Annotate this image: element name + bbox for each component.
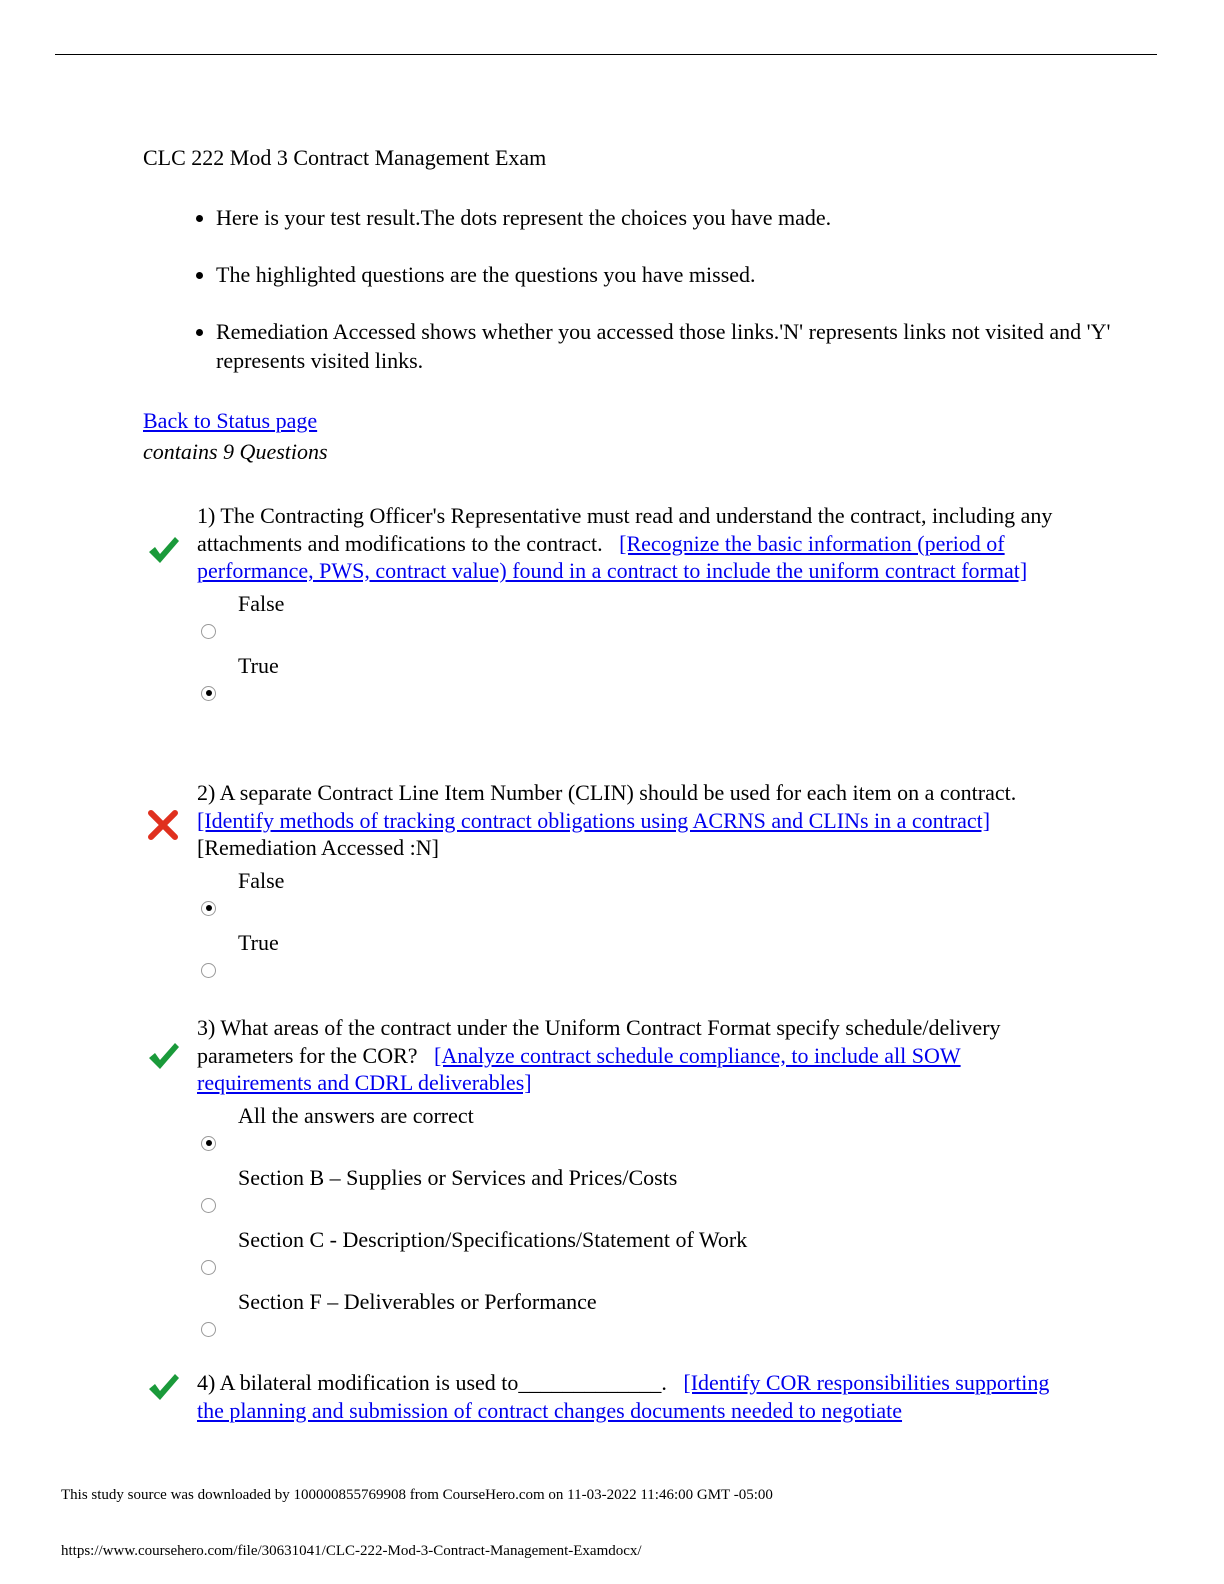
correct-check-icon	[145, 532, 181, 568]
answer-option[interactable]: True	[201, 652, 1075, 701]
answer-option[interactable]: True	[201, 929, 1075, 978]
radio-unselected[interactable]	[201, 1321, 216, 1337]
remediation-link[interactable]: [Recognize the basic information (period…	[197, 530, 1028, 584]
page-title: CLC 222 Mod 3 Contract Management Exam	[143, 145, 547, 170]
question-count: contains 9 Questions	[143, 439, 328, 464]
download-notice: This study source was downloaded by 1000…	[61, 1487, 773, 1503]
radio-selected[interactable]	[201, 685, 216, 701]
correct-check-icon	[145, 1369, 181, 1405]
question-1: 1) The Contracting Officer's Representat…	[145, 502, 1075, 701]
remediation-link[interactable]: [Identify methods of tracking contract o…	[197, 807, 991, 833]
question-text: 4) A bilateral modification is used to__…	[197, 1370, 667, 1395]
radio-selected[interactable]	[201, 900, 216, 916]
option-label: True	[238, 652, 279, 678]
radio-unselected[interactable]	[201, 1259, 216, 1275]
instruction-item: The highlighted questions are the questi…	[216, 260, 1136, 289]
remediation-link[interactable]: [Analyze contract schedule compliance, t…	[197, 1042, 961, 1096]
answer-option[interactable]: Section C - Description/Specifications/S…	[201, 1226, 1075, 1275]
option-label: False	[238, 867, 285, 893]
answer-option[interactable]: False	[201, 867, 1075, 916]
question-text: 3) What areas of the contract under the …	[197, 1015, 1001, 1068]
question-text: 1) The Contracting Officer's Representat…	[197, 503, 1053, 556]
option-label: Section B – Supplies or Services and Pri…	[238, 1164, 678, 1190]
answer-option[interactable]: Section F – Deliverables or Performance	[201, 1288, 1075, 1337]
remediation-status: [Remediation Accessed :N]	[197, 835, 439, 860]
answer-option[interactable]: False	[201, 590, 1075, 639]
option-label: True	[238, 929, 279, 955]
question-text: 2) A separate Contract Line Item Number …	[197, 780, 1017, 805]
top-rule	[55, 54, 1157, 55]
option-label: Section F – Deliverables or Performance	[238, 1288, 597, 1314]
answer-option[interactable]: All the answers are correct	[201, 1102, 1075, 1151]
instruction-item: Remediation Accessed shows whether you a…	[216, 317, 1136, 375]
remediation-link[interactable]: [Identify COR responsibilities supportin…	[197, 1370, 1050, 1423]
instructions-list: Here is your test result.The dots repres…	[143, 203, 1136, 403]
radio-unselected[interactable]	[201, 1197, 216, 1213]
option-label: False	[238, 590, 285, 616]
radio-unselected[interactable]	[201, 623, 216, 639]
radio-selected[interactable]	[201, 1135, 216, 1151]
radio-unselected[interactable]	[201, 962, 216, 978]
answer-option[interactable]: Section B – Supplies or Services and Pri…	[201, 1164, 1075, 1213]
question-4: 4) A bilateral modification is used to__…	[145, 1369, 1075, 1424]
back-to-status-link[interactable]: Back to Status page	[143, 408, 318, 433]
option-label: Section C - Description/Specifications/S…	[238, 1226, 748, 1252]
question-2: 2) A separate Contract Line Item Number …	[145, 779, 1075, 978]
correct-check-icon	[145, 1038, 181, 1074]
instruction-item: Here is your test result.The dots repres…	[216, 203, 1136, 232]
incorrect-x-icon	[145, 807, 181, 843]
question-3: 3) What areas of the contract under the …	[145, 1014, 1075, 1337]
option-label: All the answers are correct	[238, 1102, 474, 1128]
source-url: https://www.coursehero.com/file/30631041…	[61, 1543, 642, 1559]
